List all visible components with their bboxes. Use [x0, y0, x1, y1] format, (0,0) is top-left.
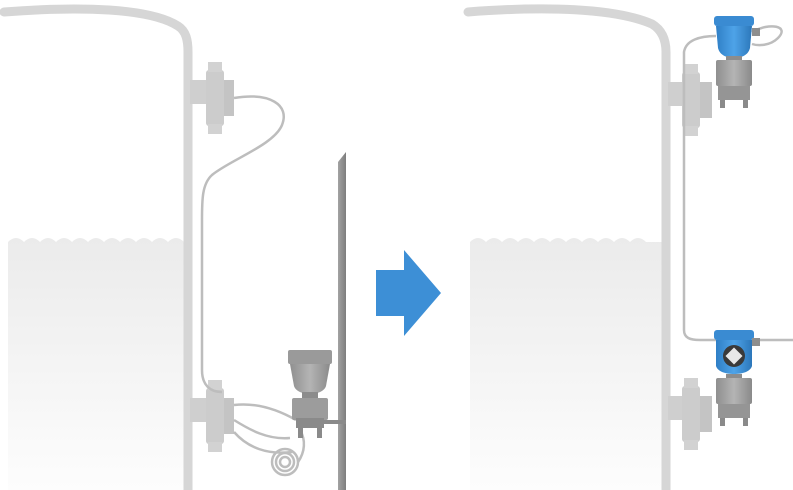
before-panel — [0, 4, 346, 490]
left-lower-flange — [190, 380, 234, 452]
left-capillary-upper — [200, 95, 285, 394]
left-tank-shell — [0, 4, 193, 490]
upper-remote-sensor — [714, 16, 760, 108]
right-lower-flange — [668, 378, 712, 450]
sensor-cable — [682, 34, 718, 342]
upper-sensor-conduit — [751, 25, 783, 47]
right-upper-flange — [668, 64, 712, 136]
right-arrow-icon — [376, 250, 441, 336]
right-tank-liquid — [470, 238, 663, 490]
right-tank-shell — [463, 4, 671, 490]
left-upper-flange — [190, 62, 234, 134]
left-tank-liquid — [8, 238, 184, 490]
after-panel — [463, 4, 793, 490]
left-capillary-lower — [233, 403, 297, 454]
lower-remote-sensor — [714, 330, 760, 426]
dp-transmitter-gray — [288, 350, 346, 438]
mounting-wall — [338, 152, 346, 490]
